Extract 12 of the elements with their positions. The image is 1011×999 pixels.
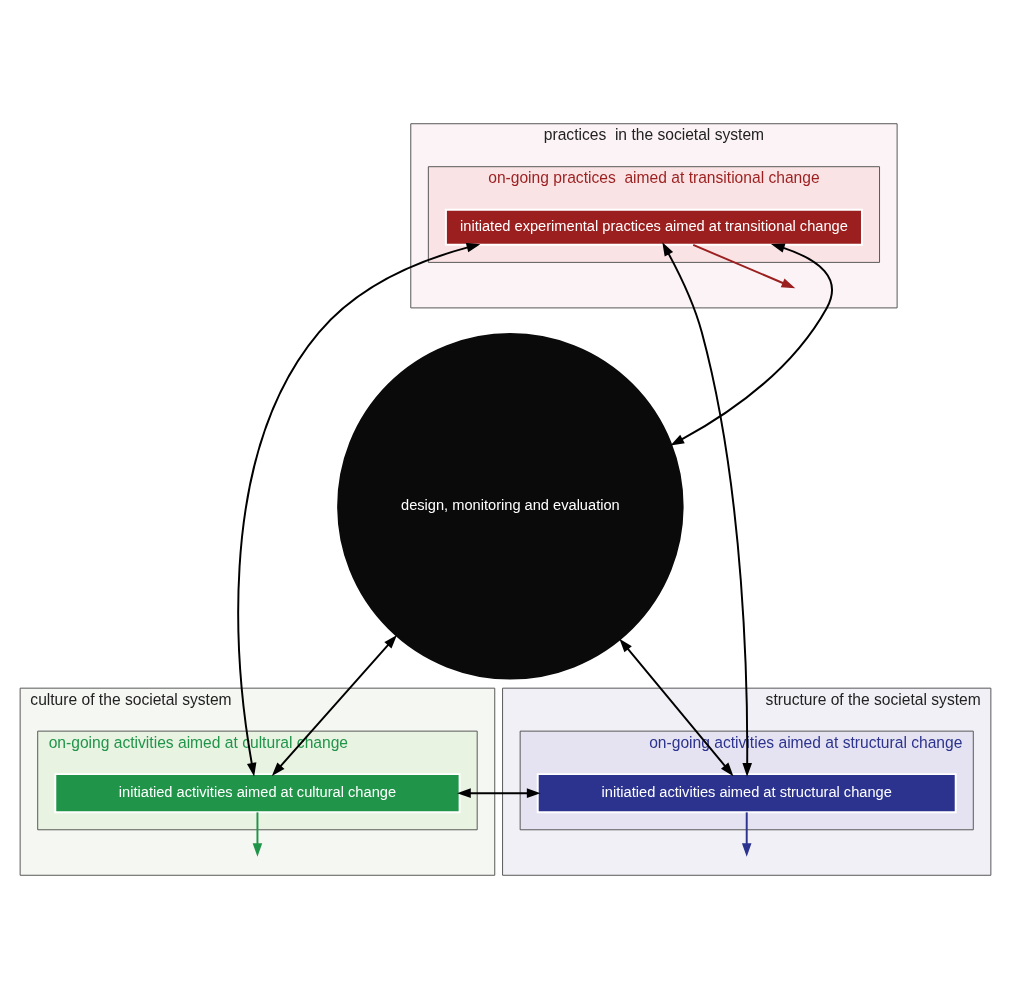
node-box: initiatied activities aimed at structural change <box>536 773 957 814</box>
arrow <box>252 811 263 857</box>
node-box: initiated experimental practices aimed at transitional change <box>444 208 863 246</box>
arrow <box>741 811 752 857</box>
arrow <box>662 242 752 777</box>
arrow <box>271 635 397 776</box>
arrow <box>237 242 481 777</box>
arrow <box>670 243 833 446</box>
node-box: initiatied activities aimed at cultural change <box>54 773 461 814</box>
arrow <box>457 788 541 798</box>
arrow <box>619 638 734 777</box>
arrow <box>692 243 796 289</box>
